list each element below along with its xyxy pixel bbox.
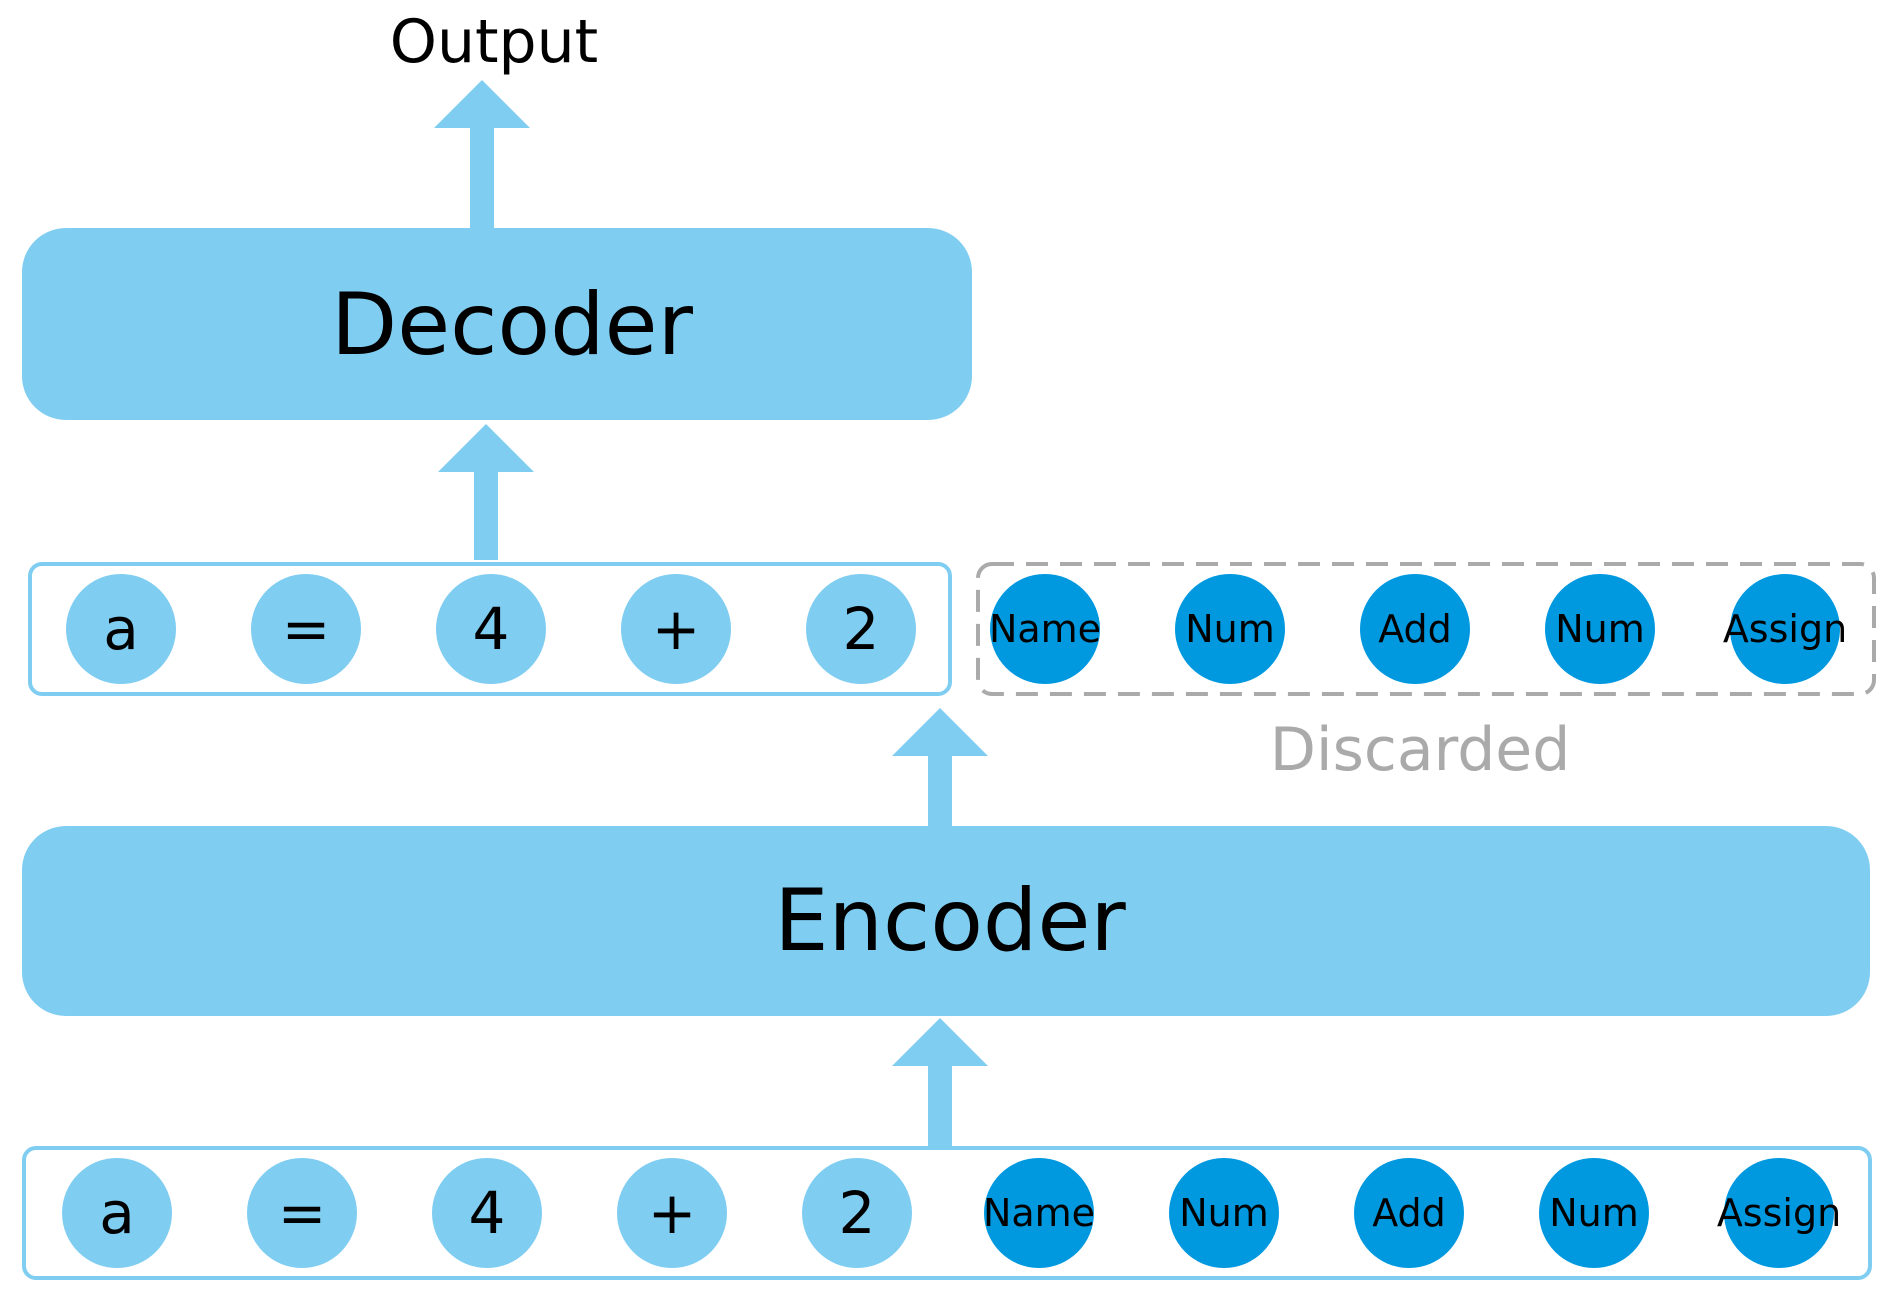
encoder-source-token-a-1: a (62, 1158, 172, 1268)
encoder-ast-token-num-4: Num (1539, 1158, 1649, 1268)
token-label: Add (1372, 1191, 1446, 1235)
token-circle (251, 574, 361, 684)
discarded-token-num-4: Num (1545, 574, 1655, 684)
token-label: Assign (1723, 607, 1847, 651)
decoder-block (22, 228, 972, 420)
token-circle (984, 1158, 1094, 1268)
token-label: 4 (473, 595, 510, 663)
encoder-source-token-equals-2: = (247, 1158, 357, 1268)
discarded-label: Discarded (1270, 715, 1571, 785)
token-circle (247, 1158, 357, 1268)
token-circle (1730, 574, 1840, 684)
arrow-encoder-to-tokens (892, 708, 988, 828)
token-circle (1539, 1158, 1649, 1268)
token-label: 2 (839, 1179, 876, 1247)
token-label: Num (1555, 607, 1645, 651)
token-circle (806, 574, 916, 684)
encoder-source-token-2-5: 2 (802, 1158, 912, 1268)
encoder-label: Encoder (774, 871, 1126, 971)
discarded-token-assign-5: Assign (1723, 574, 1847, 684)
decoder-token-equals-2: = (251, 574, 361, 684)
token-circle (1175, 574, 1285, 684)
token-label: a (99, 1179, 135, 1247)
decoder-label: Decoder (331, 275, 694, 375)
token-label: 4 (469, 1179, 506, 1247)
token-circle (990, 574, 1100, 684)
token-circle (621, 574, 731, 684)
decoder-token-a-1: a (66, 574, 176, 684)
token-circle (802, 1158, 912, 1268)
token-label: Num (1179, 1191, 1269, 1235)
decoder-token-2-5: 2 (806, 574, 916, 684)
token-circle (1545, 574, 1655, 684)
token-label: 2 (843, 595, 880, 663)
arrow-tokens-to-decoder (438, 424, 534, 560)
token-label: Add (1378, 607, 1452, 651)
encoder-input-tokens: a = 4 +2 Name Num Add Num Assign (62, 1158, 1841, 1268)
token-label: = (278, 1179, 327, 1247)
token-label: Assign (1717, 1191, 1841, 1235)
token-circle (617, 1158, 727, 1268)
decoder-input-tokens: a = 4 +2 (66, 574, 916, 684)
encoder-ast-token-num-2: Num (1169, 1158, 1279, 1268)
decoder-token-4-3: 4 (436, 574, 546, 684)
token-circle (62, 1158, 172, 1268)
token-circle (432, 1158, 542, 1268)
arrow-input-to-encoder (892, 1018, 988, 1150)
encoder-source-token-plus-4: + (617, 1158, 727, 1268)
token-label: = (282, 595, 331, 663)
discarded-token-name-1: Name (989, 574, 1101, 684)
decoder-input-frame (28, 562, 952, 696)
token-circle (1354, 1158, 1464, 1268)
token-label: Num (1549, 1191, 1639, 1235)
output-label: Output (390, 7, 598, 77)
token-circle (1169, 1158, 1279, 1268)
discarded-token-add-3: Add (1360, 574, 1470, 684)
encoder-ast-token-name-1: Name (983, 1158, 1095, 1268)
token-circle (436, 574, 546, 684)
token-circle (1360, 574, 1470, 684)
encoder-ast-token-add-3: Add (1354, 1158, 1464, 1268)
encoder-input-frame (22, 1146, 1872, 1280)
encoder-source-token-4-3: 4 (432, 1158, 542, 1268)
encoder-block (22, 826, 1870, 1016)
token-label: Num (1185, 607, 1275, 651)
token-label: Name (989, 607, 1101, 651)
discarded-frame (976, 562, 1876, 696)
discarded-token-num-2: Num (1175, 574, 1285, 684)
token-label: + (652, 595, 701, 663)
arrow-decoder-to-output (434, 80, 530, 230)
token-label: a (103, 595, 139, 663)
token-circle (66, 574, 176, 684)
token-label: Name (983, 1191, 1095, 1235)
decoder-token-plus-4: + (621, 574, 731, 684)
discarded-tokens: Name Num Add Num Assign (989, 574, 1847, 684)
token-circle (1724, 1158, 1834, 1268)
encoder-ast-token-assign-5: Assign (1717, 1158, 1841, 1268)
token-label: + (648, 1179, 697, 1247)
